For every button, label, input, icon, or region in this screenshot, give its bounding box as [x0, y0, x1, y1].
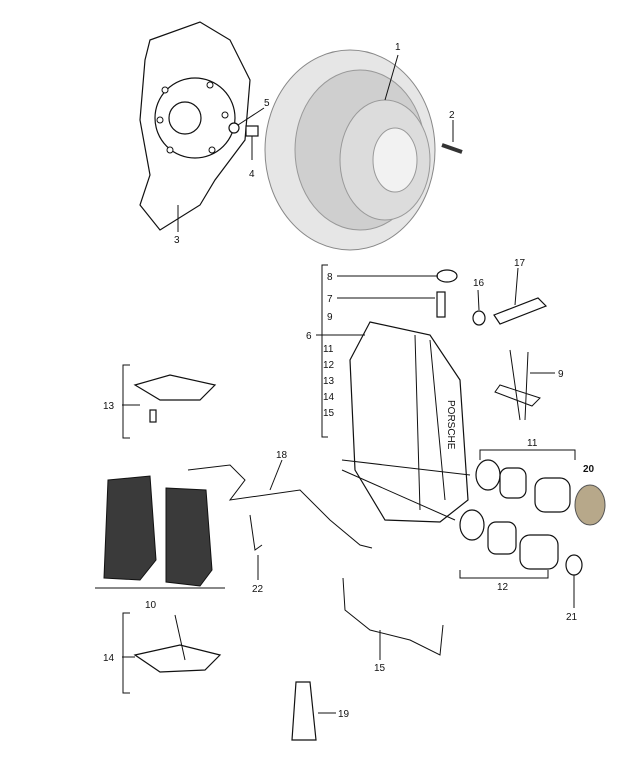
callout-11a: 11 — [323, 344, 334, 355]
callout-10: 10 — [145, 600, 157, 611]
callout-5: 5 — [264, 98, 270, 109]
callout-20: 20 — [583, 464, 595, 475]
washer-16[interactable] — [472, 310, 486, 326]
cap-8[interactable] — [436, 269, 458, 283]
brake-line-15[interactable] — [342, 577, 444, 656]
callout-12b: 12 — [497, 582, 509, 593]
callout-1: 1 — [395, 42, 401, 53]
plate-13[interactable] — [133, 374, 217, 423]
wear-sensor-18[interactable] — [187, 464, 373, 549]
callout-labels: 1 2 3 4 5 6 7 8 9 11 12 13 14 15 16 17 9… — [103, 42, 595, 720]
callout-13b: 13 — [103, 401, 115, 412]
callout-22: 22 — [252, 584, 264, 595]
pistons-11[interactable] — [475, 459, 571, 513]
clip-22[interactable] — [249, 514, 263, 551]
cap-20[interactable] — [574, 484, 606, 526]
dust-shield[interactable] — [139, 21, 251, 231]
screw-2[interactable] — [441, 143, 463, 154]
bolt-17[interactable] — [493, 297, 548, 325]
callout-18: 18 — [276, 450, 288, 461]
callout-14b: 14 — [103, 653, 115, 664]
washer-5[interactable] — [228, 122, 240, 134]
leader-lines — [122, 54, 576, 714]
plate-14[interactable] — [133, 614, 222, 673]
bleeder-valve-7[interactable] — [436, 291, 446, 318]
callout-9a: 9 — [327, 312, 333, 323]
callout-21: 21 — [566, 612, 578, 623]
washer-21[interactable] — [565, 554, 583, 576]
brake-pads[interactable] — [103, 475, 213, 587]
pistons-12[interactable] — [459, 509, 559, 570]
callout-15b: 15 — [374, 663, 386, 674]
callout-14a: 14 — [323, 392, 335, 403]
brake-disc[interactable] — [264, 49, 436, 251]
paste-tube-19[interactable] — [291, 681, 317, 741]
callout-15a: 15 — [323, 408, 335, 419]
callout-13a: 13 — [323, 376, 335, 387]
callout-6: 6 — [306, 331, 312, 342]
callout-16: 16 — [473, 278, 485, 289]
callout-11b: 11 — [527, 438, 538, 449]
screw-4[interactable] — [245, 125, 259, 160]
callout-17: 17 — [514, 258, 526, 269]
callout-3: 3 — [174, 235, 180, 246]
callout-4: 4 — [249, 169, 255, 180]
brake-caliper[interactable]: PORSCHE — [349, 321, 469, 523]
callout-9b: 9 — [558, 369, 564, 380]
caliper-lettering: PORSCHE — [445, 400, 456, 450]
callout-19: 19 — [338, 709, 350, 720]
callout-2: 2 — [449, 110, 455, 121]
spring-9[interactable] — [494, 349, 541, 421]
callout-8: 8 — [327, 272, 333, 283]
callout-12a: 12 — [323, 360, 335, 371]
callout-7: 7 — [327, 294, 333, 305]
